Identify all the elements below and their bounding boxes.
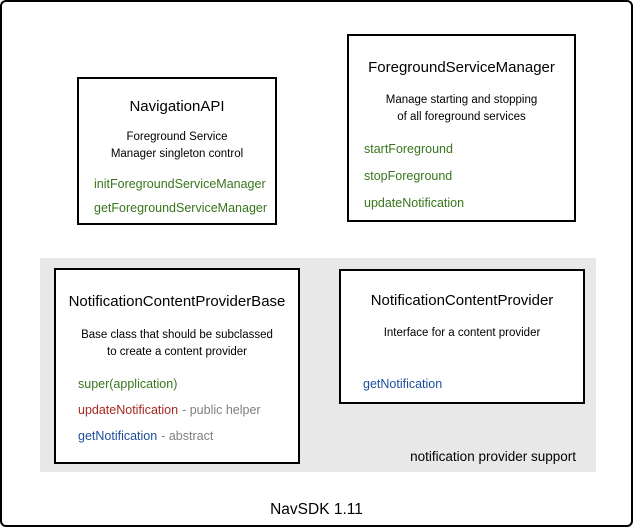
class-description-line: Manager singleton control — [110, 147, 244, 160]
class-description: Base class that should be subclassed to … — [56, 327, 298, 360]
method-name: updateNotification — [78, 403, 179, 418]
class-box-notification-content-provider: NotificationContentProvider Interface fo… — [339, 269, 585, 404]
method-name: super(application) — [78, 377, 178, 392]
method-name: getForegroundServiceManager — [94, 201, 268, 216]
class-box-notification-content-provider-base: NotificationContentProviderBase Base cla… — [54, 268, 300, 464]
method-item: startForeground — [364, 142, 574, 157]
class-title: NavigationAPI — [129, 98, 225, 115]
class-description-line: Manage starting and stopping — [385, 94, 538, 106]
class-description-line: Base class that should be subclassed — [81, 329, 273, 341]
class-title: NotificationContentProviderBase — [68, 293, 286, 310]
method-item: updateNotification- public helper — [78, 403, 298, 418]
method-list: initForegroundServiceManager getForegrou… — [94, 177, 275, 216]
class-title: ForegroundServiceManager — [368, 59, 555, 76]
method-list: getNotification — [363, 377, 583, 392]
method-name: initForegroundServiceManager — [94, 177, 266, 192]
method-item: stopForeground — [364, 169, 574, 184]
class-description: Interface for a content provider — [341, 325, 583, 342]
method-item: getForegroundServiceManager — [94, 201, 275, 216]
class-description: Foreground Service Manager singleton con… — [79, 129, 275, 162]
method-annotation: - abstract — [161, 429, 214, 444]
class-description-line: Foreground Service — [126, 131, 228, 143]
sdk-version-label: NavSDK 1.11 — [270, 501, 363, 518]
method-item: super(application) — [78, 377, 298, 392]
class-description-line: of all foreground services — [397, 110, 526, 123]
method-item: updateNotification — [364, 196, 574, 211]
method-name: getNotification — [363, 376, 443, 391]
method-item: getNotification- abstract — [78, 429, 298, 444]
class-box-navigation-api: NavigationAPI Foreground Service Manager… — [77, 77, 277, 225]
method-item: getNotification — [363, 377, 583, 392]
method-name: stopForeground — [364, 169, 453, 184]
class-box-foreground-service-manager: ForegroundServiceManager Manage starting… — [347, 34, 576, 222]
panel-caption: notification provider support — [410, 449, 576, 464]
method-item: initForegroundServiceManager — [94, 177, 275, 192]
class-description: Manage starting and stopping of all fore… — [349, 92, 574, 125]
class-description-line: Interface for a content provider — [383, 327, 541, 339]
method-name: updateNotification — [364, 196, 465, 211]
class-description-line: to create a content provider — [107, 345, 247, 358]
method-list: startForeground stopForeground updateNot… — [364, 142, 574, 211]
method-name: startForeground — [364, 142, 453, 157]
class-title: NotificationContentProvider — [370, 292, 554, 309]
method-list: super(application) updateNotification- p… — [78, 377, 298, 444]
method-annotation: - public helper — [182, 403, 261, 418]
method-name: getNotification — [78, 429, 158, 444]
